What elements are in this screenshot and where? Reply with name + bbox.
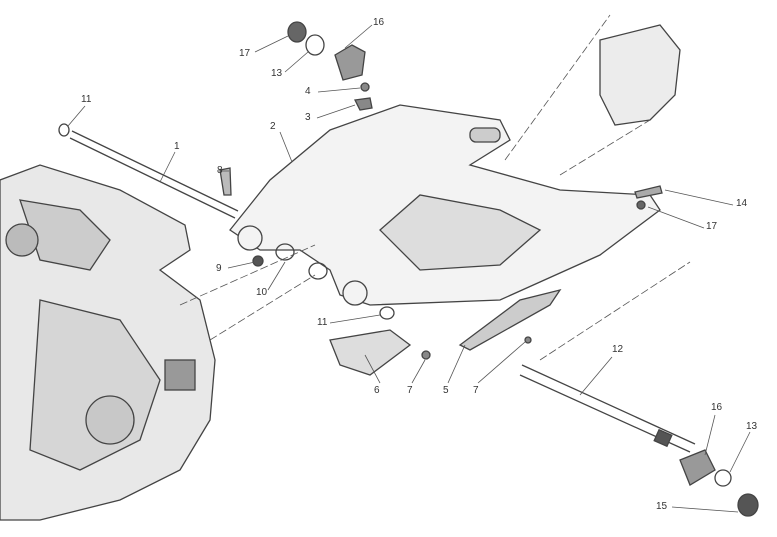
callout-12-axle: 12 [612, 344, 624, 355]
caliper-bracket [599, 24, 681, 126]
callout-13-bottom: 13 [746, 421, 758, 432]
callout-13-top: 13 [271, 68, 283, 79]
callout-9: 9 [216, 263, 222, 274]
callout-6: 6 [374, 385, 380, 396]
callout-5: 5 [443, 385, 449, 396]
callout-7-right: 7 [473, 385, 479, 396]
callout-2-swingarm: 2 [270, 121, 276, 132]
callout-15: 15 [656, 501, 668, 512]
callout-7-left: 7 [407, 385, 413, 396]
callout-11-lower: 11 [317, 317, 328, 328]
callout-17-top: 17 [239, 48, 251, 59]
callout-3: 3 [305, 112, 311, 123]
pivot-shaft [58, 123, 239, 219]
callout-17-right: 17 [706, 221, 718, 232]
callout-11-pivot-seal: 11 [81, 94, 92, 105]
callout-14: 14 [736, 198, 748, 209]
callout-16-bottom: 16 [711, 402, 723, 413]
callout-1-pivot-shaft: 1 [174, 141, 180, 152]
engine-block [0, 164, 216, 521]
swingarm [229, 104, 661, 306]
callout-10: 10 [256, 287, 268, 298]
leader-lines [67, 14, 751, 513]
rear-axle [519, 364, 759, 517]
callout-4: 4 [305, 86, 311, 97]
callout-16-top: 16 [373, 17, 385, 28]
callout-8: 8 [217, 165, 223, 176]
small-parts [219, 167, 663, 376]
top-nut-washers [287, 21, 373, 111]
